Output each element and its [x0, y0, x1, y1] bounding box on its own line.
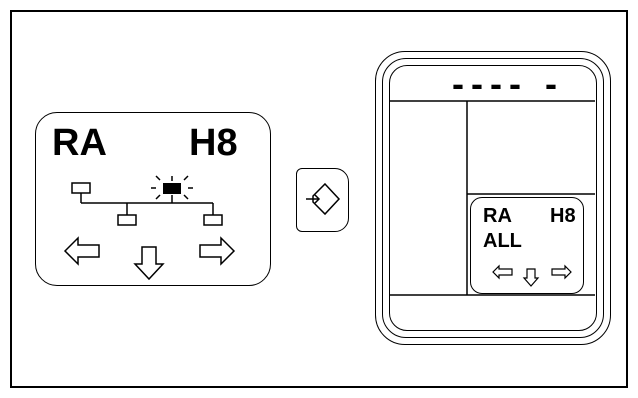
device-display-readout: ---- -	[452, 63, 564, 104]
enter-button[interactable]	[296, 168, 349, 232]
screen-code-h8: H8	[550, 205, 576, 227]
screen-arrow-down-icon	[522, 268, 540, 287]
left-code-ra: RA	[52, 122, 107, 164]
enter-key-icon	[306, 182, 341, 216]
screen-arrow-left-icon	[492, 264, 513, 280]
network-topology-icon	[71, 175, 223, 226]
left-code-h8: H8	[189, 122, 238, 164]
screen-arrow-right-icon	[551, 264, 572, 280]
screen-mode-all: ALL	[483, 230, 522, 252]
arrow-left-icon	[63, 236, 100, 266]
arrow-down-icon	[133, 246, 165, 281]
arrow-right-icon	[199, 236, 236, 266]
screen-code-ra: RA	[483, 205, 512, 227]
